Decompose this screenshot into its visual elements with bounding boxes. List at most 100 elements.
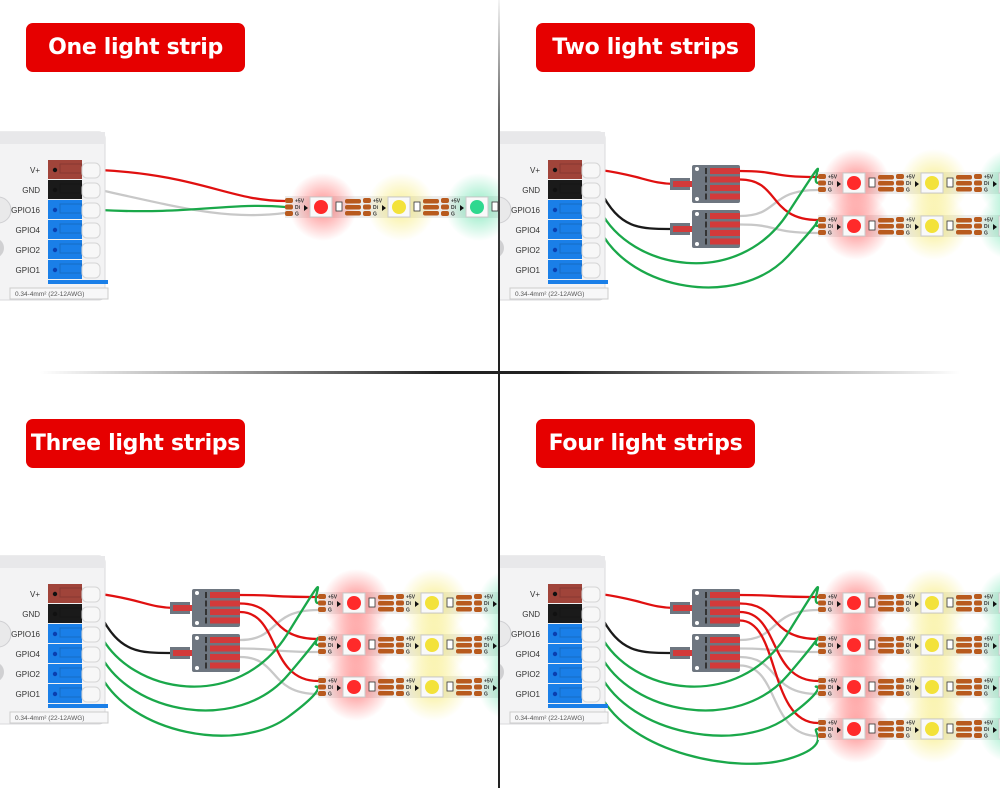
output-lever — [710, 230, 740, 236]
pad-label: G — [406, 608, 410, 614]
solder-pad — [956, 721, 972, 726]
pad-label: +5V — [295, 199, 305, 205]
led — [847, 722, 861, 736]
solder-pad — [878, 218, 894, 223]
direction-arrow-icon — [304, 205, 308, 211]
led — [425, 638, 439, 652]
solder-pad — [956, 649, 972, 654]
wire-power-out — [238, 602, 320, 641]
solder-pad — [896, 636, 904, 641]
lever — [581, 262, 601, 279]
pad-label: G — [484, 608, 488, 614]
direction-arrow-icon — [915, 727, 919, 733]
direction-arrow-icon — [493, 601, 497, 607]
pad-label: +5V — [906, 637, 916, 643]
led — [925, 176, 939, 190]
solder-pad — [285, 198, 293, 203]
lever — [581, 686, 601, 703]
wire-data — [98, 586, 320, 688]
solder-pad — [423, 199, 439, 204]
direction-arrow-icon — [337, 643, 341, 649]
capacitor — [368, 597, 376, 608]
solder-pad — [396, 600, 404, 606]
pad-label: G — [828, 188, 832, 194]
direction-arrow-icon — [382, 205, 386, 211]
solder-pad — [956, 175, 972, 180]
pad-label: +5V — [406, 595, 416, 601]
solder-pad — [345, 211, 361, 216]
solder-pad — [956, 691, 972, 696]
output-lever — [710, 662, 740, 669]
solder-pad — [363, 211, 371, 216]
solder-pad — [318, 684, 326, 690]
pad-label: Di — [328, 643, 334, 649]
solder-pad — [956, 637, 972, 642]
output-lever — [210, 654, 240, 660]
direction-arrow-icon — [993, 727, 997, 733]
output-lever — [710, 213, 740, 219]
solder-pad — [896, 607, 904, 612]
pad-label: Di — [484, 685, 490, 691]
screw-icon — [552, 631, 558, 637]
pad-label: G — [828, 692, 832, 698]
lever — [81, 162, 101, 179]
wire-data — [598, 219, 820, 289]
capacitor — [868, 220, 876, 231]
solder-pad — [396, 649, 404, 654]
indicator-icon — [0, 664, 4, 680]
wire-power — [98, 168, 287, 203]
solder-pad — [318, 691, 326, 696]
solder-pad — [818, 607, 826, 612]
pad-label: +5V — [828, 679, 838, 685]
pad-label: +5V — [406, 637, 416, 643]
lever-connector — [670, 210, 740, 248]
direction-arrow-icon — [493, 685, 497, 691]
output-lever — [710, 221, 740, 228]
capacitor — [946, 639, 954, 650]
screw-icon — [552, 207, 558, 213]
capacitor — [413, 201, 421, 212]
output-lever — [710, 654, 740, 660]
screw-icon — [552, 611, 558, 617]
horizontal-divider — [0, 371, 1000, 374]
capacitor — [946, 597, 954, 608]
direction-arrow-icon — [493, 643, 497, 649]
lever — [81, 202, 101, 219]
screw-icon — [52, 187, 58, 193]
wire-power-in — [98, 592, 177, 610]
output-lever — [210, 609, 240, 615]
pad-label: Di — [906, 601, 912, 607]
solder-pad — [363, 204, 371, 210]
indicator-icon — [0, 240, 4, 256]
terminal-label-gpio4: GPIO4 — [516, 650, 541, 659]
output-lever — [210, 600, 240, 607]
direction-arrow-icon — [993, 601, 997, 607]
screw-icon — [52, 611, 58, 617]
output-lever — [210, 637, 240, 643]
solder-pad — [956, 601, 972, 606]
pad-label: +5V — [484, 679, 494, 685]
terminal-label-vplus: V+ — [30, 166, 40, 175]
pad-label: Di — [406, 643, 412, 649]
solder-pad — [474, 594, 482, 599]
solder-pad — [974, 600, 982, 606]
direction-arrow-icon — [915, 643, 919, 649]
screw-icon — [552, 227, 558, 233]
solder-pad — [818, 642, 826, 648]
terminal-label-gpio2: GPIO2 — [16, 246, 41, 255]
wire-power-out — [738, 593, 820, 599]
pad-label: +5V — [828, 218, 838, 224]
wire-ground-out — [738, 188, 820, 218]
solder-pad — [818, 649, 826, 654]
solder-pad — [318, 594, 326, 599]
output-lever — [710, 637, 740, 643]
controller-top-edge — [500, 132, 605, 144]
diagram-two-strips: +5VDiG+5VDiG+5VDiG+5VDiG+5VDiG+5VDiG+5VD… — [500, 131, 1000, 301]
output-lever — [710, 238, 740, 245]
screw-icon — [552, 187, 558, 193]
capacitor — [446, 681, 454, 692]
lever — [581, 222, 601, 239]
solder-pad — [345, 199, 361, 204]
